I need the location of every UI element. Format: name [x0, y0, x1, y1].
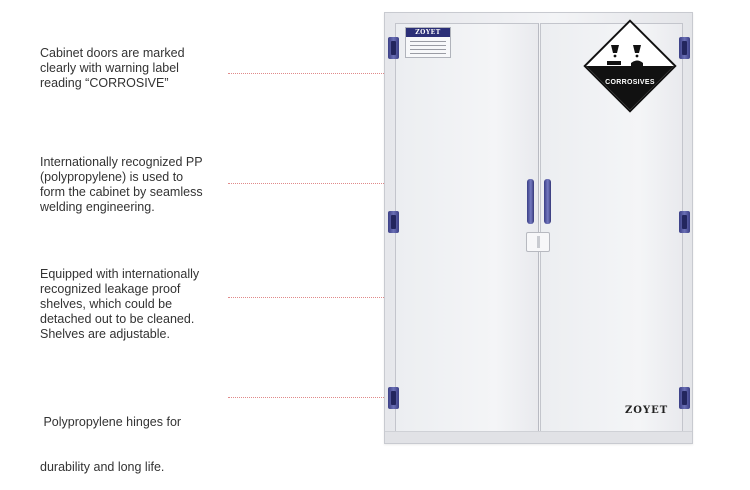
callout-line: clearly with warning label	[40, 61, 179, 75]
leader-line	[228, 397, 388, 398]
leader-line	[228, 297, 418, 298]
door-handle-icon	[527, 179, 534, 224]
left-door	[395, 23, 539, 433]
hinge-icon	[388, 37, 399, 59]
leader-line	[228, 183, 418, 184]
callout-doors-warning-label: Cabinet doors are marked clearly with wa…	[40, 46, 185, 91]
callout-line: Shelves are adjustable.	[40, 327, 170, 341]
lock-icon	[526, 232, 550, 252]
callout-line: Cabinet doors are marked	[40, 46, 185, 60]
callout-line: reading “CORROSIVE”	[40, 76, 169, 90]
brand-plate-title: ZOYET	[406, 28, 450, 37]
callout-line: form the cabinet by seamless	[40, 185, 203, 199]
door-handle-icon	[544, 179, 551, 224]
footer-brand-logo: ZOYET	[625, 405, 669, 416]
callout-polypropylene-hinges: Polypropylene hinges for durability and …	[40, 385, 181, 490]
callout-line: Internationally recognized PP	[40, 155, 203, 169]
hinge-icon	[388, 387, 399, 409]
callout-line: detached out to be cleaned.	[40, 312, 195, 326]
callout-leakage-proof-shelves: Equipped with internationally recognized…	[40, 267, 199, 342]
callout-line: shelves, which could be	[40, 297, 173, 311]
callout-line: durability and long life.	[40, 460, 165, 474]
hinge-icon	[388, 211, 399, 233]
callout-line: welding engineering.	[40, 200, 155, 214]
callout-line: recognized leakage proof	[40, 282, 181, 296]
cabinet-plinth	[385, 431, 692, 443]
callout-line: Equipped with internationally	[40, 267, 200, 281]
hinge-icon	[679, 211, 690, 233]
brand-plate: ZOYET	[405, 27, 451, 58]
hinge-icon	[679, 387, 690, 409]
callout-line: (polypropylene) is used to	[40, 170, 184, 184]
corrosive-pictogram	[607, 45, 643, 66]
corrosives-label: CORROSIVES	[605, 79, 655, 86]
callout-polypropylene-material: Internationally recognized PP (polypropy…	[40, 155, 203, 215]
hinge-icon	[679, 37, 690, 59]
brand-plate-text-lines	[410, 41, 446, 55]
callout-line: Polypropylene hinges for	[40, 415, 182, 429]
chemical-storage-cabinet: ZOYET CORROSIVES ZOYET	[384, 12, 693, 444]
